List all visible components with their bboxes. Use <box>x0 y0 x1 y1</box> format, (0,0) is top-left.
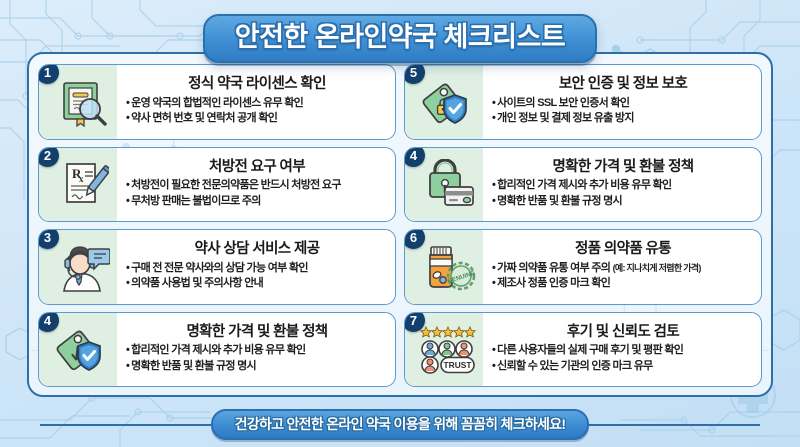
bullet: 합리적인 가격 제시와 추가 비용 유무 확인 <box>126 343 388 359</box>
bullet: 신뢰할 수 있는 기관의 인증 마크 유무 <box>492 359 754 375</box>
card-body: 명확한 가격 및 환불 정책 합리적인 가격 제시와 추가 비용 유무 확인 명… <box>117 313 395 387</box>
bullet: 제조사 정품 인증 마크 확인 <box>492 276 754 292</box>
card-bullets: 처방전이 필요한 전문의약품은 반드시 처방전 요구 무처방 판매는 불법이므로… <box>126 178 388 209</box>
bullet: 가짜 의약품 유통 여부 주의 (예: 지나치게 저렴한 가격) <box>492 261 754 277</box>
svg-text:R: R <box>72 166 82 181</box>
bullet: 합리적인 가격 제시와 추가 비용 유무 확인 <box>492 178 754 194</box>
title-banner-wrap: 안전한 온라인약국 체크리스트 <box>0 14 800 64</box>
stars-users-trust-icon: TRUST <box>405 312 483 386</box>
svg-text:x: x <box>79 174 84 184</box>
bullet: 구매 전 전문 약사와의 상담 가능 여부 확인 <box>126 261 388 277</box>
card-bullets: 구매 전 전문 약사와의 상담 가능 여부 확인 의약품 사용법 및 주의사항 … <box>126 261 388 292</box>
card-number-badge: 4 <box>39 312 59 332</box>
bullet: 의약품 사용법 및 주의사항 안내 <box>126 276 388 292</box>
right-column: 5 <box>404 64 762 387</box>
star-rating <box>419 326 477 338</box>
checklist-card-2[interactable]: 2 R x <box>38 146 396 222</box>
card-bullets: 합리적인 가격 제시와 추가 비용 유무 확인 명확한 반품 및 환불 규정 명… <box>492 178 754 209</box>
checklist-card-3[interactable]: 3 <box>38 229 396 305</box>
checklist-panel: 1 <box>27 52 773 397</box>
card-title: 명확한 가격 및 환불 정책 <box>552 158 694 175</box>
bullet: 처방전이 필요한 전문의약품은 반드시 처방전 요구 <box>126 178 388 194</box>
left-column: 1 <box>38 64 396 387</box>
bullet: 명확한 반품 및 환불 규정 명시 <box>126 359 388 375</box>
checklist-card-6[interactable]: 6 <box>404 229 762 305</box>
card-body: 정품 의약품 유통 가짜 의약품 유통 여부 주의 (예: 지나치게 저렴한 가… <box>483 230 761 304</box>
footer-text: 건강하고 안전한 온라인 약국 이용을 위해 꼼꼼히 체크하세요! <box>234 415 566 432</box>
card-body: 후기 및 신뢰도 검토 다른 사용자들의 실제 구매 후기 및 평판 확인 신뢰… <box>483 313 761 387</box>
card-bullets: 가짜 의약품 유통 여부 주의 (예: 지나치게 저렴한 가격) 제조사 정품 … <box>492 261 754 292</box>
bullet-note: (예: 지나치게 저렴한 가격) <box>612 262 702 273</box>
checklist-card-5[interactable]: 5 <box>404 64 762 140</box>
bullet: 다른 사용자들의 실제 구매 후기 및 평판 확인 <box>492 343 754 359</box>
card-title: 명확한 가격 및 환불 정책 <box>186 323 328 340</box>
checklist-card-7[interactable]: 7 <box>404 311 762 387</box>
checklist-card-1[interactable]: 1 <box>38 64 396 140</box>
title-banner: 안전한 온라인약국 체크리스트 <box>202 14 598 64</box>
card-bullets: 다른 사용자들의 실제 구매 후기 및 평판 확인 신뢰할 수 있는 기관의 인… <box>492 343 754 374</box>
bullet: 명확한 반품 및 환불 규정 명시 <box>492 194 754 210</box>
card-number-badge: 2 <box>39 147 59 167</box>
card-number-badge: 6 <box>405 229 425 249</box>
card-bullets: 합리적인 가격 제시와 추가 비용 유무 확인 명확한 반품 및 환불 규정 명… <box>126 343 388 374</box>
card-number-badge: 4 <box>405 147 425 167</box>
card-number-badge: 3 <box>39 229 59 249</box>
card-bullets: 사이트의 SSL 보안 인증서 확인 개인 정보 및 결제 정보 유출 방지 <box>492 96 754 127</box>
card-body: 정식 약국 라이센스 확인 운영 약국의 합법적인 라이센스 유무 확인 약사 … <box>117 65 395 139</box>
card-title: 보안 인증 및 정보 보호 <box>558 76 688 93</box>
card-bullets: 운영 약국의 합법적인 라이센스 유무 확인 약사 면허 번호 및 연락처 공개… <box>126 96 388 127</box>
bullet: 개인 정보 및 결제 정보 유출 방지 <box>492 111 754 127</box>
page-title: 안전한 온라인약국 체크리스트 <box>234 22 566 52</box>
card-body: 명확한 가격 및 환불 정책 합리적인 가격 제시와 추가 비용 유무 확인 명… <box>483 148 761 222</box>
bullet-text: 가짜 의약품 유통 여부 주의 <box>497 261 611 274</box>
card-title: 정식 약국 라이센스 확인 <box>188 76 326 93</box>
card-title: 후기 및 신뢰도 검토 <box>566 323 680 340</box>
card-body: 처방전 요구 여부 처방전이 필요한 전문의약품은 반드시 처방전 요구 무처방… <box>117 148 395 222</box>
checklist-card-4-right[interactable]: 4 <box>404 146 762 222</box>
card-title: 정품 의약품 유통 <box>574 241 672 258</box>
card-number-badge: 7 <box>405 312 425 332</box>
card-title: 약사 상담 서비스 제공 <box>194 241 321 258</box>
card-body: 약사 상담 서비스 제공 구매 전 전문 약사와의 상담 가능 여부 확인 의약… <box>117 230 395 304</box>
card-body: 보안 인증 및 정보 보호 사이트의 SSL 보안 인증서 확인 개인 정보 및… <box>483 65 761 139</box>
bullet: 운영 약국의 합법적인 라이센스 유무 확인 <box>126 96 388 112</box>
bullet: 사이트의 SSL 보안 인증서 확인 <box>492 96 754 112</box>
card-number-badge: 5 <box>405 64 425 84</box>
checklist-card-4-left[interactable]: 4 명 <box>38 311 396 387</box>
card-title: 처방전 요구 여부 <box>208 158 306 175</box>
bullet: 약사 면허 번호 및 연락처 공개 확인 <box>126 111 388 127</box>
certificate-magnifier-icon <box>39 65 117 139</box>
trust-label: TRUST <box>444 360 473 370</box>
footer-wrap: 건강하고 안전한 온라인 약국 이용을 위해 꼼꼼히 체크하세요! <box>0 407 800 441</box>
bullet: 무처방 판매는 불법이므로 주의 <box>126 194 388 210</box>
footer-banner: 건강하고 안전한 온라인 약국 이용을 위해 꼼꼼히 체크하세요! <box>210 408 590 440</box>
